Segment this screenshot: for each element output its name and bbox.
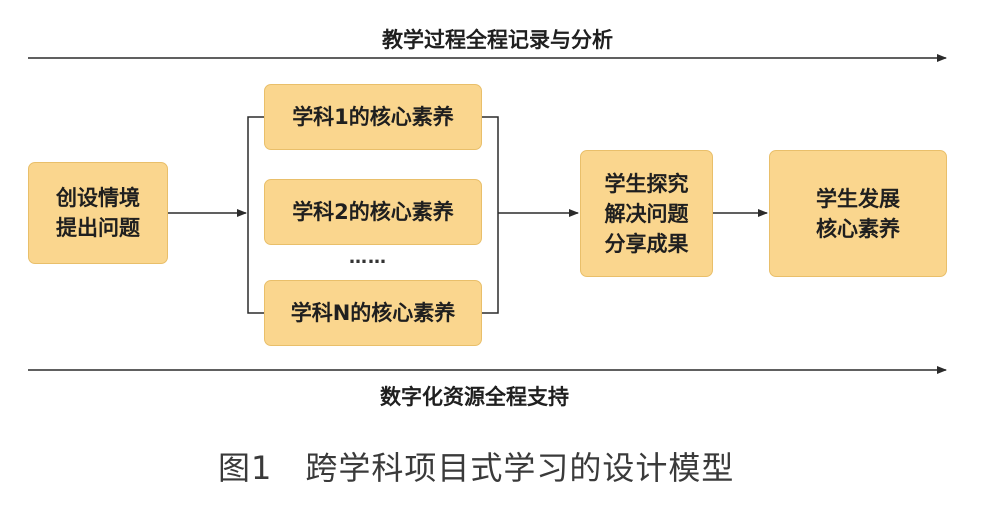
- inquiry-box-line-3: 分享成果: [604, 231, 689, 256]
- outcome-box-line-2: 核心素养: [816, 216, 900, 241]
- left-bracket: [247, 116, 264, 314]
- discipline-box-n: 学科N的核心素养: [264, 280, 482, 346]
- right-bracket: [482, 116, 499, 314]
- top-process-label: 教学过程全程记录与分析: [382, 28, 613, 52]
- discipline-box-2: 学科2的核心素养: [264, 179, 482, 245]
- inquiry-box-line-2: 解决问题: [604, 201, 689, 226]
- discipline-box-1-label: 学科1的核心素养: [292, 105, 454, 129]
- inquiry-box-line-1: 学生探究: [604, 171, 689, 196]
- figure-caption: 图1 跨学科项目式学习的设计模型: [218, 449, 735, 487]
- discipline-box-1: 学科1的核心素养: [264, 84, 482, 150]
- inquiry-box: 学生探究 解决问题 分享成果: [580, 150, 713, 277]
- start-box-line-1: 创设情境: [56, 186, 140, 210]
- outcome-box: 学生发展 核心素养: [769, 150, 947, 277]
- start-box-line-2: 提出问题: [56, 216, 140, 240]
- discipline-box-2-label: 学科2的核心素养: [292, 200, 454, 224]
- bottom-support-label: 数字化资源全程支持: [380, 385, 569, 409]
- discipline-box-n-label: 学科N的核心素养: [290, 301, 456, 325]
- outcome-box-line-1: 学生发展: [816, 186, 900, 211]
- start-box: 创设情境 提出问题: [28, 162, 168, 264]
- ellipsis-dots: ……: [349, 247, 387, 268]
